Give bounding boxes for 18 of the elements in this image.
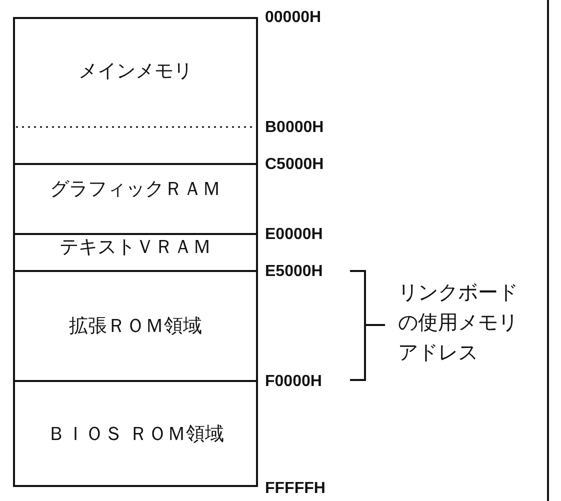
address-label: E0000H — [265, 226, 323, 244]
memory-region-box — [13, 380, 258, 487]
region-label: ＢＩＯＳ ＲＯＭ領域 — [46, 422, 224, 446]
region-label: 拡張ＲＯＭ領域 — [69, 314, 202, 339]
region-label: テキストＶＲＡＭ — [60, 234, 212, 260]
address-label: E5000H — [265, 263, 323, 281]
address-label: 00000H — [265, 9, 322, 27]
memory-region-box — [13, 163, 258, 235]
memory-region-box — [13, 270, 258, 382]
region-label: グラフィックＲＡＭ — [50, 177, 221, 202]
address-label: F0000H — [265, 373, 322, 391]
memory-region-box — [13, 17, 258, 165]
note-text: リンクボードの使用メモリアドレス — [398, 279, 519, 366]
address-label: B0000H — [265, 119, 324, 137]
memory-region-box — [13, 233, 258, 272]
address-label: FFFFFH — [265, 480, 326, 498]
address-label: C5000H — [265, 156, 324, 174]
region-label: メインメモリ — [78, 59, 192, 84]
